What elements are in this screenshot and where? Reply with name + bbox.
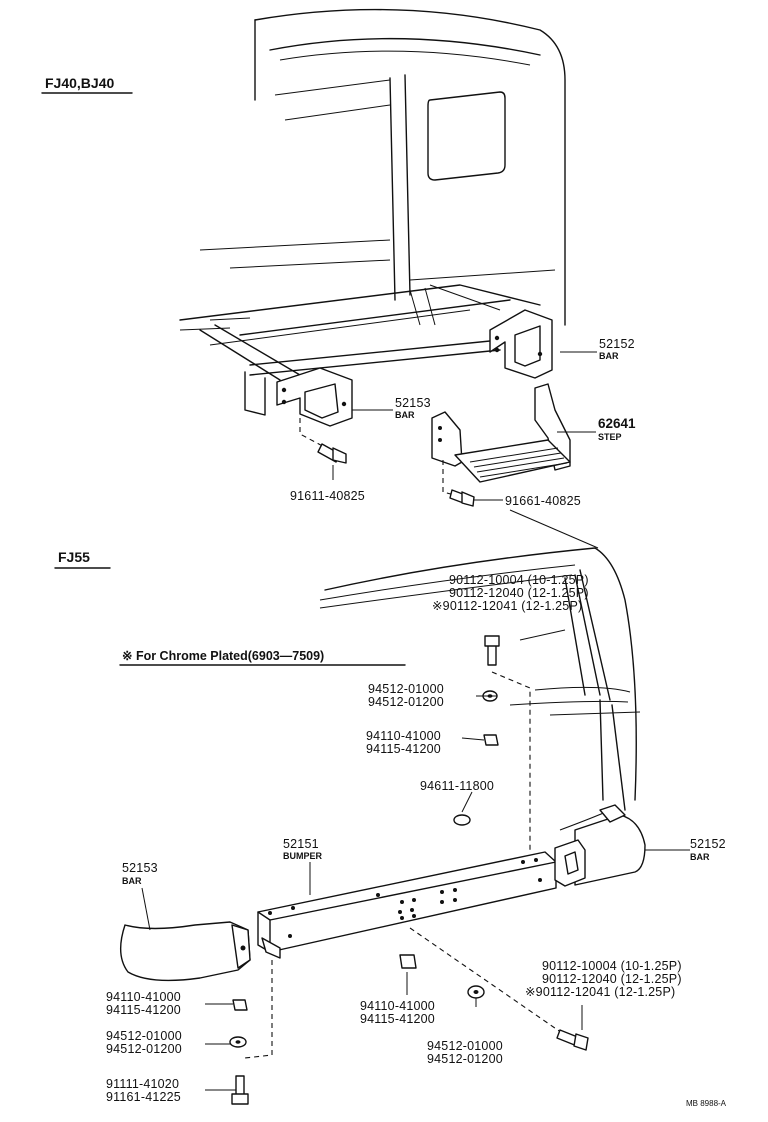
bar-52152-bottom [554,804,646,887]
washer-left-1: 94512-01000 [106,1029,182,1043]
nut-a-1: 94110-41000 [366,729,441,743]
bolt-left-1: 91111-41020 [106,1077,179,1091]
bolt-left-2: 91161-41225 [106,1090,181,1104]
part-desc-bar-top-left: BAR [395,410,415,420]
part-number-52151: 52151 [283,837,319,851]
part-desc-bar-bottom-left: BAR [122,876,142,886]
footer-code: MB 8988-A [686,1099,727,1108]
part-number-52152-top: 52152 [599,337,635,351]
part-desc-bar-bottom-right: BAR [690,852,710,862]
spacer-94611 [453,814,471,826]
nut-middle [399,954,417,969]
part-number-52153-bottom: 52153 [122,861,158,875]
bolt-left [231,1075,249,1105]
chrome-plated-note: ※ For Chrome Plated(6903—7509) [122,649,324,663]
nut-mid-1: 94110-41000 [360,999,435,1013]
nut-upper [483,734,499,746]
spacer-94611-11800: 94611-11800 [420,779,494,793]
upper-bolt-3: ※90112-12041 (12-1.25P) [432,599,582,613]
lower-bolt-1: 90112-10004 (10-1.25P) [542,959,682,973]
upper-bolt-1: 90112-10004 (10-1.25P) [449,573,589,587]
washer-mid-2: 94512-01200 [427,1052,503,1066]
washer-a-2: 94512-01200 [368,695,444,709]
model-label-fj40: FJ40,BJ40 [45,75,114,91]
nut-left [232,999,248,1011]
washer-a-1: 94512-01000 [368,682,444,696]
part-desc-bar-top-right: BAR [599,351,619,361]
part-number-52153-top: 52153 [395,396,431,410]
upper-bolt-2: 90112-12040 (12-1.25P) [449,586,589,600]
part-number-62641: 62641 [598,416,636,431]
bolt-91661-40825 [449,489,475,507]
washer-left-2: 94512-01200 [106,1042,182,1056]
bar-52153-bottom [120,921,251,982]
nut-a-2: 94115-41200 [366,742,441,756]
part-desc-step: STEP [598,432,622,442]
bar-52153-top [276,367,353,427]
step-62641 [431,383,571,483]
nut-left-1: 94110-41000 [106,990,181,1004]
bolt-91611-40825 [317,443,347,464]
lower-bolt-3: ※90112-12041 (12-1.25P) [525,985,675,999]
part-number-52152-bottom: 52152 [690,837,726,851]
washer-middle [467,985,485,999]
part-number-91661-40825: 91661-40825 [505,494,581,508]
bar-52152-top [489,309,553,379]
part-number-91611-40825: 91611-40825 [290,489,365,503]
bolt-lower-right [556,1029,589,1051]
nut-mid-2: 94115-41200 [360,1012,435,1026]
lower-bolt-2: 90112-12040 (12-1.25P) [542,972,682,986]
vehicle-body-fj40 [179,8,566,416]
washer-left [229,1036,247,1048]
washer-mid-1: 94512-01000 [427,1039,503,1053]
nut-left-2: 94115-41200 [106,1003,181,1017]
part-desc-bumper: BUMPER [283,851,323,861]
bolt-upper [484,635,500,666]
model-label-fj55: FJ55 [58,549,90,565]
bumper-52151 [257,851,557,959]
